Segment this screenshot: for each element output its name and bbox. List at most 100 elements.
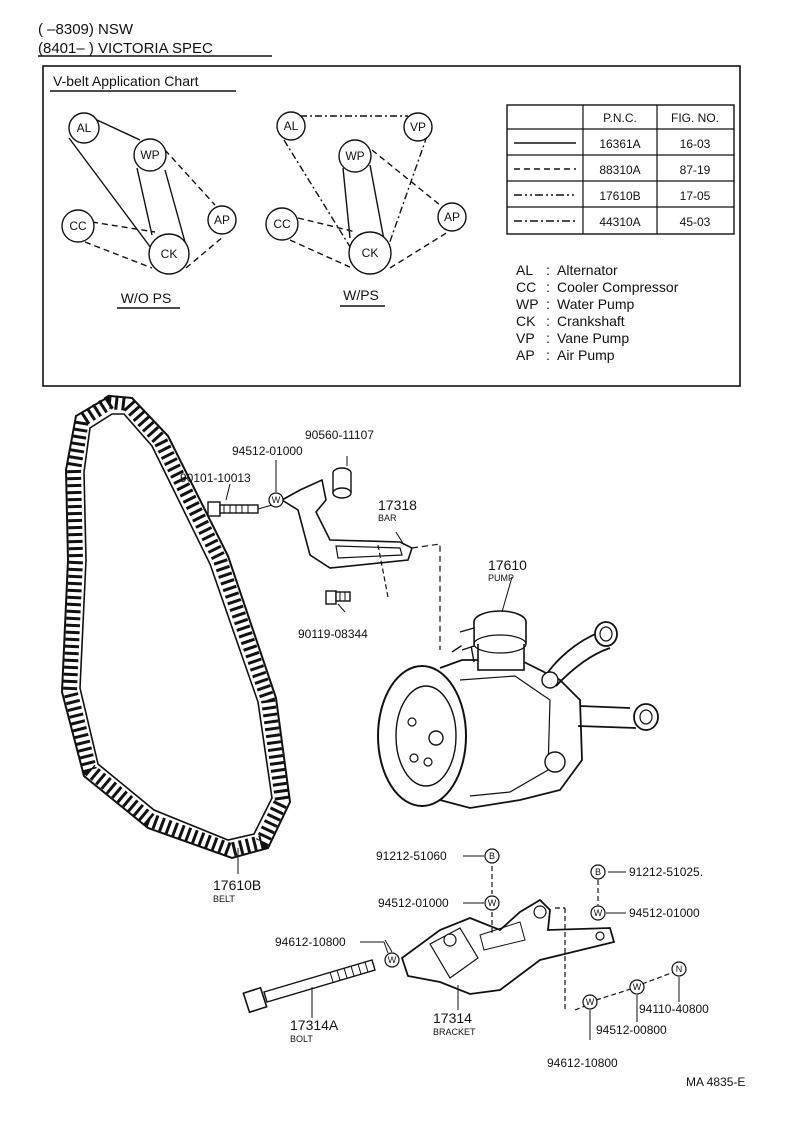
part-label-94512-01000: 94512-01000 bbox=[629, 906, 700, 920]
table-cell-fig: 45-03 bbox=[680, 215, 711, 229]
part-label-17318: 17318 bbox=[378, 497, 417, 513]
part-label-94512-01000: 94512-01000 bbox=[232, 444, 303, 458]
bar-assembly bbox=[207, 456, 441, 650]
diagram-left-label: W/O PS bbox=[121, 290, 172, 306]
label-ap: AP bbox=[214, 213, 230, 227]
legend-colon: : bbox=[546, 313, 550, 329]
legend-code: AP bbox=[516, 347, 535, 363]
label-ap: AP bbox=[444, 210, 460, 224]
bolt-symbol-icon bbox=[484, 848, 500, 864]
pnc-table: P.N.C. FIG. NO. 16361A 16-03 88310A 87-1… bbox=[506, 104, 735, 235]
abbreviation-legend: AL : Alternator CC : Cooler Compressor W… bbox=[516, 262, 679, 363]
legend-colon: : bbox=[546, 347, 550, 363]
label-al: AL bbox=[77, 121, 92, 135]
node-ck bbox=[348, 231, 392, 275]
bracket-assembly bbox=[242, 866, 675, 1018]
label-wp: WP bbox=[345, 149, 364, 163]
washer-symbol-label: W bbox=[388, 955, 397, 965]
belt-diagram-without-ps: AL WP CC CK AP W/O PS bbox=[61, 112, 237, 309]
belt-diagram-with-ps: AL VP WP CC CK AP W/PS bbox=[265, 111, 467, 307]
node-wp bbox=[133, 138, 167, 172]
table-header-fig: FIG. NO. bbox=[671, 111, 719, 125]
part-label-17610: 17610 bbox=[488, 557, 527, 573]
label-wp: WP bbox=[140, 148, 159, 162]
power-steering-pump-drawing bbox=[377, 576, 659, 809]
legend-name: Air Pump bbox=[557, 347, 615, 363]
label-al: AL bbox=[284, 119, 299, 133]
part-label-94512-00800: 94512-00800 bbox=[596, 1023, 667, 1037]
label-cc: CC bbox=[273, 217, 291, 231]
part-name-bolt: BOLT bbox=[290, 1034, 313, 1044]
part-label-94512-01000: 94512-01000 bbox=[378, 896, 449, 910]
washer-symbol-icon bbox=[268, 492, 284, 508]
chart-title: V-belt Application Chart bbox=[53, 73, 199, 89]
node-vp bbox=[403, 112, 433, 142]
table-cell-pnc: 16361A bbox=[599, 137, 640, 151]
legend-colon: : bbox=[546, 296, 550, 312]
v-belt-drawing bbox=[60, 394, 292, 860]
nut-symbol-label: N bbox=[676, 964, 683, 974]
washer-symbol-label: W bbox=[633, 982, 642, 992]
part-name-pump: PUMP bbox=[488, 573, 514, 583]
node-al bbox=[276, 111, 306, 141]
part-label-90101-10013: 90101-10013 bbox=[180, 471, 251, 485]
label-ck: CK bbox=[362, 246, 379, 260]
figure-code: MA 4835-E bbox=[686, 1075, 745, 1089]
table-cell-fig: 17-05 bbox=[680, 189, 711, 203]
part-label-94110-40800: 94110-40800 bbox=[639, 1002, 709, 1016]
part-label-17314: 17314 bbox=[433, 1010, 472, 1026]
table-cell-fig: 87-19 bbox=[680, 163, 711, 177]
washer-symbol-icon bbox=[484, 895, 500, 911]
table-cell-pnc: 44310A bbox=[599, 215, 640, 229]
legend-colon: : bbox=[546, 262, 550, 278]
washer-symbol-icon bbox=[629, 979, 645, 995]
washer-symbol-icon bbox=[582, 994, 598, 1010]
table-cell-fig: 16-03 bbox=[680, 137, 711, 151]
part-label-90560-11107: 90560-11107 bbox=[305, 428, 374, 442]
bolt-symbol-icon bbox=[590, 864, 606, 880]
node-cc bbox=[61, 209, 95, 243]
nut-symbol-icon bbox=[671, 961, 687, 977]
part-label-17610b: 17610B bbox=[213, 877, 261, 893]
washer-symbol-icon bbox=[384, 952, 400, 968]
table-cell-pnc: 88310A bbox=[599, 163, 640, 177]
part-label-90119-08344: 90119-08344 bbox=[298, 627, 368, 641]
part-label-17314a: 17314A bbox=[290, 1017, 339, 1033]
part-name-bracket: BRACKET bbox=[433, 1027, 476, 1037]
part-label-94612-10800: 94612-10800 bbox=[275, 935, 346, 949]
part-name-belt: BELT bbox=[213, 894, 235, 904]
table-header-pnc: P.N.C. bbox=[603, 111, 637, 125]
washer-symbol-label: W bbox=[272, 495, 281, 505]
chart-box bbox=[42, 65, 741, 387]
header-line-2: (8401– ) VICTORIA SPEC bbox=[38, 40, 213, 57]
legend-code: CC bbox=[516, 279, 536, 295]
node-cc bbox=[265, 207, 299, 241]
table-cell-pnc: 17610B bbox=[599, 189, 640, 203]
node-ap bbox=[437, 202, 467, 232]
node-wp bbox=[338, 139, 372, 173]
node-al bbox=[68, 112, 100, 144]
legend-name: Water Pump bbox=[557, 296, 634, 312]
washer-symbol-label: W bbox=[488, 898, 497, 908]
legend-code: VP bbox=[516, 330, 535, 346]
diagram-right-label: W/PS bbox=[343, 287, 379, 303]
legend-colon: : bbox=[546, 330, 550, 346]
label-vp: VP bbox=[410, 120, 426, 134]
leader-lines bbox=[225, 460, 680, 1040]
node-ap bbox=[207, 205, 237, 235]
legend-code: WP bbox=[516, 296, 539, 312]
legend-code: AL bbox=[516, 262, 533, 278]
washer-symbol-icon bbox=[590, 905, 606, 921]
washer-symbol-label: W bbox=[594, 908, 603, 918]
header-line-1: ( –8309) NSW bbox=[38, 21, 134, 38]
legend-name: Cooler Compressor bbox=[557, 279, 679, 295]
part-label-91212-51060: 91212-51060 bbox=[376, 849, 447, 863]
washer-symbol-label: W bbox=[586, 997, 595, 1007]
bolt-symbol-label: B bbox=[595, 867, 601, 877]
label-cc: CC bbox=[69, 219, 87, 233]
legend-code: CK bbox=[516, 313, 536, 329]
label-ck: CK bbox=[161, 247, 178, 261]
legend-colon: : bbox=[546, 279, 550, 295]
fastener-symbols: W B W B W W W W N bbox=[268, 492, 687, 1010]
